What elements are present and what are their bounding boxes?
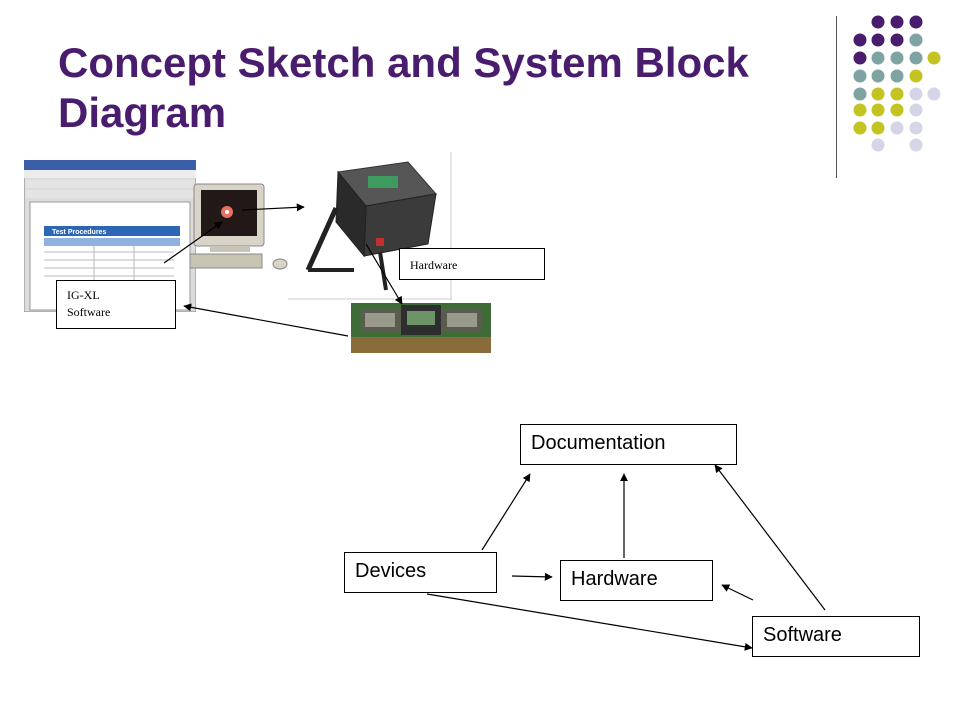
decorative-dot	[871, 33, 885, 47]
decorative-dot	[909, 51, 923, 65]
decorative-dot	[871, 15, 885, 29]
decorative-dot	[853, 51, 867, 65]
circuit-board-image	[351, 303, 491, 353]
decorative-dot	[909, 138, 923, 152]
slide-title: Concept Sketch and System Block Diagram	[58, 39, 749, 136]
decorative-dot	[909, 15, 923, 29]
screen-header-text: Test Procedures	[52, 229, 106, 236]
decorative-dot	[927, 87, 941, 101]
arrow-devices-to-documentation	[481, 473, 531, 551]
arrow-software-to-documentation	[714, 464, 826, 611]
decorative-dot-grid	[853, 15, 941, 152]
software-block: Software	[752, 616, 920, 657]
decorative-dot	[890, 121, 904, 135]
decorative-dot	[853, 69, 867, 83]
arrow-board-to-software	[183, 303, 349, 337]
arrow-devices-to-hardware	[511, 572, 553, 581]
decorative-dot	[871, 69, 885, 83]
decorative-dot	[871, 121, 885, 135]
decorative-dot	[890, 87, 904, 101]
decorative-dot	[871, 87, 885, 101]
decorative-dot	[853, 33, 867, 47]
decorative-dot	[890, 15, 904, 29]
devices-block: Devices	[344, 552, 497, 593]
hardware-block: Hardware	[560, 560, 713, 601]
arrow-software-to-computer	[163, 221, 223, 264]
decorative-dot	[890, 69, 904, 83]
decorative-dot	[909, 103, 923, 117]
decorative-dot	[890, 103, 904, 117]
tester-hardware-image	[288, 152, 452, 300]
decorative-dot	[871, 138, 885, 152]
arrow-computer-to-tester	[241, 203, 305, 212]
decorative-dot	[853, 87, 867, 101]
decorative-dot	[909, 87, 923, 101]
documentation-block: Documentation	[520, 424, 737, 465]
decorative-dot	[853, 103, 867, 117]
decorative-dot	[909, 69, 923, 83]
decorative-dot	[909, 121, 923, 135]
decorative-dot	[871, 103, 885, 117]
decorative-dot	[909, 33, 923, 47]
decorative-dot	[871, 51, 885, 65]
computer-image	[180, 182, 292, 274]
hardware-sketch-label: Hardware	[399, 248, 545, 280]
decorative-dot	[890, 51, 904, 65]
title-divider	[836, 16, 837, 178]
decorative-dot	[853, 121, 867, 135]
arrow-devices-to-software	[426, 593, 753, 651]
decorative-dot	[927, 51, 941, 65]
decorative-dot	[890, 33, 904, 47]
arrow-software-to-hardware	[721, 584, 754, 601]
ig-xl-software-label: IG-XL Software	[56, 280, 176, 329]
arrow-tester-to-board	[365, 243, 403, 305]
